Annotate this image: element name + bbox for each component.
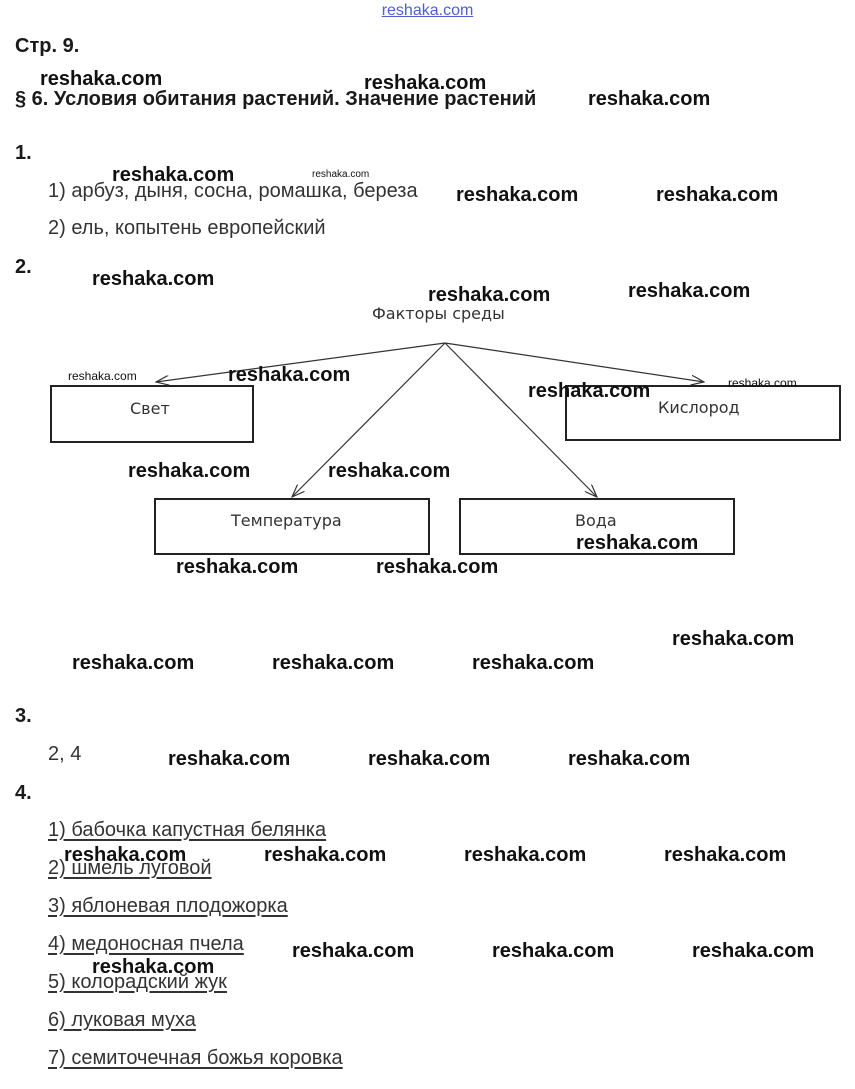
watermark: reshaka.com: [568, 748, 691, 770]
question-1-answer-1: 1) арбуз, дыня, сосна, ромашка, береза: [48, 180, 418, 202]
watermark: reshaka.com: [292, 940, 415, 962]
watermark: reshaka.com: [364, 72, 487, 94]
watermark: reshaka.com: [456, 184, 579, 206]
watermark: reshaka.com: [228, 364, 351, 386]
question-2-number: 2.: [15, 256, 32, 278]
watermark: reshaka.com: [112, 164, 235, 186]
watermark: reshaka.com: [328, 460, 451, 482]
factor-box-light: [50, 385, 254, 443]
watermark: reshaka.com: [312, 169, 370, 180]
watermark: reshaka.com: [492, 940, 615, 962]
question-1-number: 1.: [15, 142, 32, 164]
factor-label-water: Вода: [575, 511, 617, 530]
watermark: reshaka.com: [368, 748, 491, 770]
factor-box-water: [459, 498, 735, 555]
watermark: reshaka.com: [464, 844, 587, 866]
watermark: reshaka.com: [168, 748, 291, 770]
factor-label-light: Свет: [130, 399, 170, 418]
factor-label-oxygen: Кислород: [658, 398, 740, 417]
question-4-answer-6: 6) луковая муха: [48, 1009, 196, 1031]
page-label: Стр. 9.: [15, 35, 80, 57]
watermark: reshaka.com: [72, 652, 195, 674]
watermark: reshaka.com: [176, 556, 299, 578]
arrow-to-light: [156, 342, 446, 382]
question-1-answer-2: 2) ель, копытень европейский: [48, 217, 326, 239]
watermark: reshaka.com: [728, 376, 797, 390]
watermark: reshaka.com: [588, 88, 711, 110]
question-4-answer-2: 2) шмель луговой: [48, 857, 212, 879]
watermark: reshaka.com: [672, 628, 795, 650]
watermark: reshaka.com: [92, 268, 215, 290]
question-4-answer-7: 7) семиточечная божья коровка: [48, 1047, 343, 1069]
question-4-answer-5: 5) колорадский жук: [48, 971, 227, 993]
watermark: reshaka.com: [472, 652, 595, 674]
watermark: reshaka.com: [40, 68, 163, 90]
question-3-answer: 2, 4: [48, 743, 82, 765]
watermark: reshaka.com: [64, 844, 187, 866]
watermark: reshaka.com: [376, 556, 499, 578]
question-4-number: 4.: [15, 782, 32, 804]
factor-box-oxygen: [565, 385, 841, 441]
watermark: reshaka.com: [576, 532, 699, 554]
factor-label-temperature: Температура: [231, 511, 342, 530]
section-heading: § 6. Условия обитания растений. Значение…: [15, 88, 537, 110]
arrow-to-temperature: [292, 342, 446, 497]
watermark: reshaka.com: [656, 184, 779, 206]
question-4-answer-3: 3) яблоневая плодожорка: [48, 895, 288, 917]
arrow-to-water: [444, 342, 597, 497]
watermark: reshaka.com: [428, 284, 551, 306]
arrow-to-oxygen: [444, 342, 704, 382]
watermark: reshaka.com: [92, 956, 215, 978]
question-4-answer-4: 4) медоносная пчела: [48, 933, 244, 955]
watermark: reshaka.com: [664, 844, 787, 866]
watermark: reshaka.com: [128, 460, 251, 482]
watermark: reshaka.com: [264, 844, 387, 866]
factor-box-temperature: [154, 498, 430, 555]
watermark: reshaka.com: [272, 652, 395, 674]
question-4-answer-1: 1) бабочка капустная белянка: [48, 819, 327, 841]
watermark: reshaka.com: [68, 369, 137, 383]
watermark: reshaka.com: [628, 280, 751, 302]
watermark: reshaka.com: [692, 940, 815, 962]
watermark: reshaka.com: [528, 380, 651, 402]
diagram-title: Факторы среды: [372, 304, 505, 323]
question-3-number: 3.: [15, 705, 32, 727]
site-link[interactable]: reshaka.com: [381, 2, 474, 19]
